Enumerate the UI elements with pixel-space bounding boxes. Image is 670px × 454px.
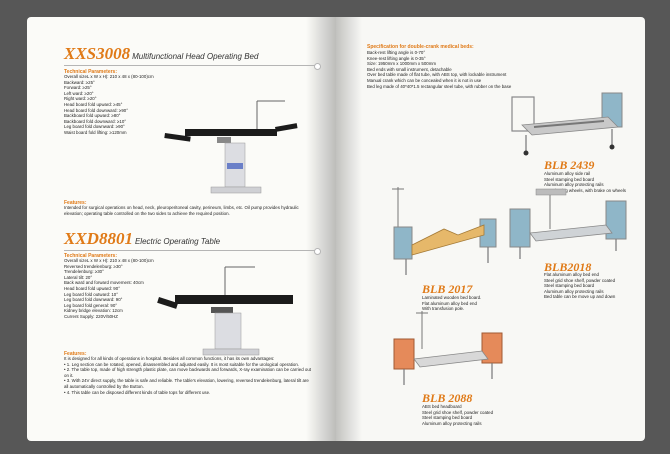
spec-heading: Specification for double-crank medical b… [367, 44, 474, 50]
param-line: Head board fold downward: ≥90° [64, 107, 128, 113]
blb2439-model: BLB 2439 [544, 158, 595, 172]
spec-line: Size: 1950mm x 1000mm x 500mm [367, 61, 437, 67]
param-line: Head board fold upward: ≥45° [64, 101, 123, 107]
param-line: Waist board fold lifting: ≥120mm [64, 129, 127, 135]
operating-bed-image [164, 100, 298, 194]
xxd8801-subtitle: Electric Operating Table [134, 237, 221, 246]
feature-line: • 3. With 24V direct supply, the table i… [64, 378, 309, 389]
spec-line: Over bed table made of flat tube, with A… [367, 72, 507, 78]
spec-line: Knee-rest lifting angle is 0-35° [367, 55, 426, 61]
spec-line: Back-rest lifting angle is 0-70° [367, 50, 426, 55]
param-line: Overall sizeL x W x H): 210 x 48 x (80-1… [64, 258, 154, 263]
xxs3008-features-heading: Features: [64, 200, 87, 206]
feature-line: It is designed for all kinds of operatio… [64, 356, 275, 361]
param-line: Leg board fold outward: 10° [64, 291, 118, 297]
param-line: Backward: ≥25° [64, 79, 95, 85]
param-line: Lateral tilt: 20° [64, 274, 93, 280]
xxd8801-params-heading: Technical Parameters: [64, 253, 117, 259]
page-fold-shadow [336, 17, 362, 441]
blb2018-bed-image [509, 188, 627, 259]
section-rule [64, 63, 321, 70]
right-page: Specification for double-crank medical b… [336, 17, 645, 441]
param-line: Leg board fold general: 90° [64, 302, 118, 308]
param-line: Back ward and forward movement: 40cm [64, 280, 144, 286]
blb2017-model: BLB 2017 [422, 282, 473, 296]
blb2439-bed-image [511, 92, 623, 156]
param-line: Kidney bridge elevation: 12cm [64, 308, 123, 314]
blb2088-desc: ABS bed headboard Steel grid shoe shelf,… [422, 404, 494, 426]
param-line: Backboard fold downward: ≥10° [64, 118, 127, 124]
blb2018-desc: Flat aluminum alloy bed end Steel grid s… [544, 272, 616, 300]
xxd8801-features-heading: Features: [64, 351, 87, 357]
xxd8801-params-list: Overall sizeL x W x H): 210 x 48 x (80-1… [64, 258, 154, 320]
blb2439-desc: Aluminum alloy side rail Steel stamping … [544, 171, 627, 193]
spec-line: Bed leg made of 40*40*1.5 rectangular st… [367, 83, 512, 89]
xxd8801-features: It is designed for all kinds of operatio… [64, 356, 314, 395]
xxs3008-model: XXS3008 [64, 44, 131, 63]
param-line: Trendelenburg: ≥30° [64, 269, 104, 275]
xxs3008-subtitle: Multifunctional Head Operating Bed [132, 52, 259, 61]
xxd8801-model: XXD8801 [64, 229, 133, 248]
feature-line: • 2. The table top, made of high strengt… [64, 367, 311, 378]
blb2088-model: BLB 2088 [422, 391, 473, 405]
feature-line: • 1. Leg section can be rotated, opened,… [64, 361, 300, 367]
xxs3008-params-list: Overall sizeL x W x H): 210 x 48 x (80-1… [64, 74, 154, 136]
param-line: Leg board fold downward: ≥90° [64, 124, 125, 130]
param-line: Forward: ≥25° [64, 85, 92, 91]
param-line: Reversed trendelenburg: ≥30° [64, 263, 123, 269]
param-line: Head board fold upward: 90° [64, 285, 120, 291]
param-line: Backboard fold upward: ≥80° [64, 113, 121, 119]
spec-list: Back-rest lifting angle is 0-70° Knee-re… [367, 50, 511, 89]
feature-line: • 4. This table can be disposed differen… [64, 389, 211, 395]
spec-line: Manual crank which can be concealed when… [367, 77, 482, 83]
param-line: Left ward: ≥20° [64, 90, 94, 96]
blb2088-bed-image [393, 311, 503, 385]
section-rule [64, 248, 321, 255]
page-fold-shadow [306, 17, 336, 441]
param-line: Leg board fold downward: 90° [64, 297, 123, 303]
param-line: Overall sizeL x W x H): 210 x 48 x (80-1… [64, 74, 154, 79]
param-line: Current Supply: 220V/50HZ [64, 313, 118, 319]
param-line: Right ward: ≥20° [64, 96, 97, 102]
xxs3008-params-heading: Technical Parameters: [64, 69, 117, 75]
xxs3008-features: Intended for surgical operations on head… [64, 205, 299, 216]
blb2018-model: BLB2018 [544, 260, 592, 274]
electric-table-image [157, 266, 293, 356]
blb2017-desc: Laminated wooden bed board. Flat aluminu… [422, 295, 482, 312]
blb2017-bed-image [392, 187, 497, 275]
spec-line: Bed ends with small instrument, detachab… [367, 66, 452, 72]
